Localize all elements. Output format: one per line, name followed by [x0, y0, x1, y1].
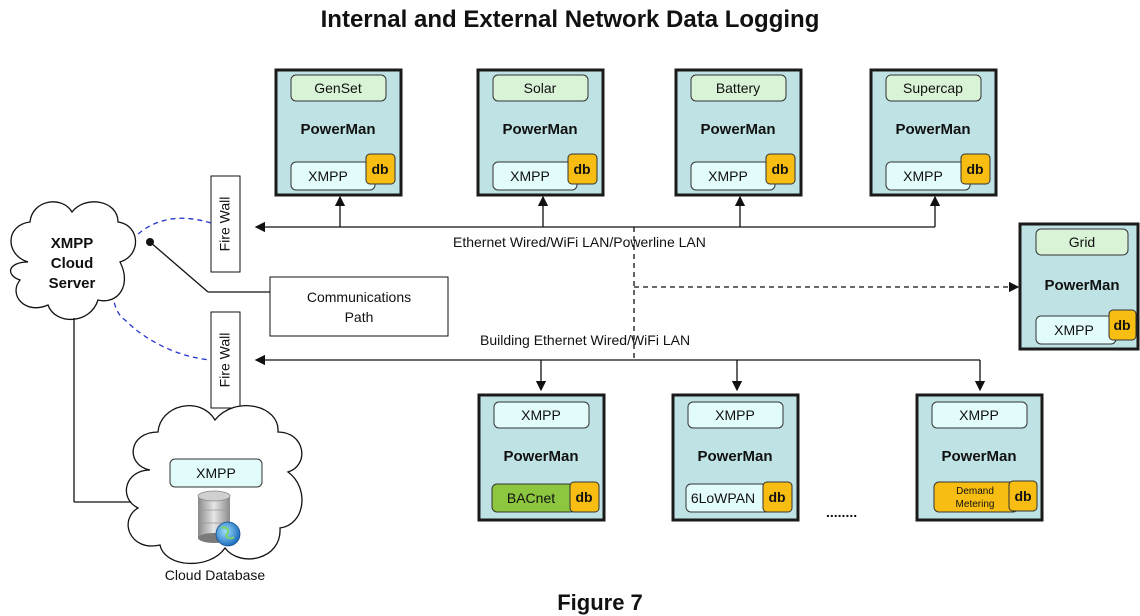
node-protocol: XMPP — [708, 168, 748, 184]
comm-path-line1: Communications — [307, 289, 411, 305]
grid-dashed-link — [633, 227, 1020, 360]
ellipsis: ........ — [826, 504, 857, 520]
db-badge: db — [771, 161, 788, 177]
db-badge: db — [768, 489, 785, 505]
node-protocol: XMPP — [521, 407, 561, 423]
node-bacnet: XMPP PowerMan BACnet db — [477, 393, 606, 522]
xmpp-cloud-server: XMPP Cloud Server — [10, 201, 137, 321]
node-protocol: XMPP — [715, 407, 755, 423]
node-demand-metering: XMPP PowerMan Demand Metering db — [915, 393, 1044, 522]
cloud-server-line1: XMPP — [51, 235, 94, 252]
node-source-label: Supercap — [903, 80, 963, 96]
db-badge: db — [1014, 488, 1031, 504]
node-protocol: XMPP — [959, 407, 999, 423]
node-name: PowerMan — [1044, 277, 1119, 294]
node-source-label: GenSet — [314, 80, 362, 96]
comm-path-line2: Path — [345, 309, 374, 325]
node-bus: 6LoWPAN — [691, 490, 755, 506]
node-name: PowerMan — [697, 448, 772, 465]
node-grid: Grid PowerMan XMPP db — [1018, 222, 1140, 351]
node-protocol: XMPP — [1054, 322, 1094, 338]
node-protocol: XMPP — [308, 168, 348, 184]
top-lan-bus — [254, 195, 941, 233]
cloud-db-link — [73, 318, 140, 503]
bottom-lan-bus — [254, 354, 986, 392]
node-name: PowerMan — [895, 121, 970, 138]
node-6lowpan: XMPP PowerMan 6LoWPAN db — [671, 393, 800, 522]
node-name: PowerMan — [941, 448, 1016, 465]
node-name: PowerMan — [503, 448, 578, 465]
lan-bottom-label: Building Ethernet Wired/WiFi LAN — [480, 332, 690, 348]
comm-path-arc — [112, 217, 270, 361]
cloud-server-line3: Server — [49, 275, 96, 292]
db-badge: db — [573, 161, 590, 177]
cloud-db-tag: XMPP — [196, 465, 236, 481]
node-source-label: Grid — [1069, 234, 1095, 250]
firewall-bottom: Fire Wall — [210, 311, 241, 409]
node-genset: GenSet PowerMan XMPP db — [274, 68, 403, 197]
node-bus-line2: Metering — [956, 499, 995, 510]
db-badge: db — [1113, 317, 1130, 333]
db-badge: db — [966, 161, 983, 177]
node-protocol: XMPP — [903, 168, 943, 184]
db-badge: db — [371, 161, 388, 177]
diagram-title: Internal and External Network Data Loggi… — [320, 6, 820, 33]
node-name: PowerMan — [502, 121, 577, 138]
cloud-server-line2: Cloud — [51, 255, 94, 272]
node-name: PowerMan — [300, 121, 375, 138]
firewall-top: Fire Wall — [210, 175, 241, 273]
node-protocol: XMPP — [510, 168, 550, 184]
node-source-label: Solar — [524, 80, 557, 96]
lan-top-label: Ethernet Wired/WiFi LAN/Powerline LAN — [453, 234, 706, 250]
cloud-db-label: Cloud Database — [165, 567, 266, 583]
node-bus: BACnet — [507, 490, 555, 506]
node-source-label: Battery — [716, 80, 760, 96]
figure-caption: Figure 7 — [557, 590, 643, 615]
globe-icon — [215, 521, 241, 547]
node-name: PowerMan — [700, 121, 775, 138]
node-solar: Solar PowerMan XMPP db — [476, 68, 605, 197]
firewall-top-label: Fire Wall — [217, 197, 233, 252]
db-badge: db — [575, 489, 592, 505]
node-supercap: Supercap PowerMan XMPP db — [869, 68, 998, 197]
comm-path-box: Communications Path — [269, 276, 449, 337]
node-bus-line1: Demand — [956, 486, 994, 497]
firewall-bottom-label: Fire Wall — [217, 333, 233, 388]
cloud-database: XMPP — [125, 405, 303, 565]
node-battery: Battery PowerMan XMPP db — [674, 68, 803, 197]
